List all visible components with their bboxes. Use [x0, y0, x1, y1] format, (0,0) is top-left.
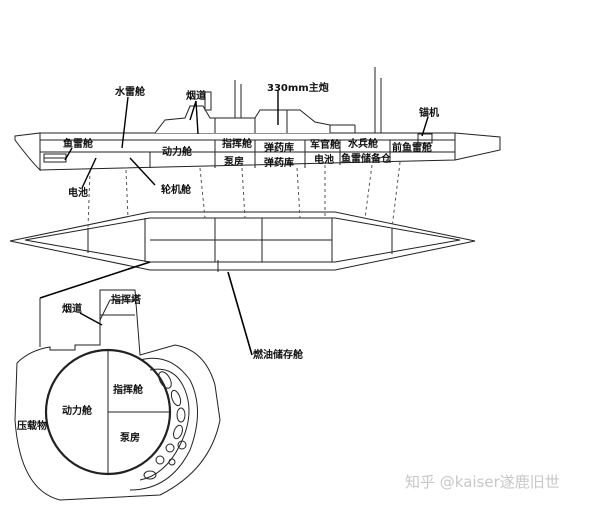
cross-section	[14, 289, 221, 501]
label-torpedo-storage: 鱼雷储备仓	[341, 152, 392, 165]
leader-lines	[64, 90, 429, 326]
label-magazine-1: 弹药库	[264, 141, 294, 154]
hull-plan-view	[9, 211, 476, 272]
label-fwd-torpedo-room: 前鱼雷舱	[392, 141, 433, 154]
label-pump-room-section: 泵房	[120, 431, 140, 444]
superstructure	[154, 67, 382, 134]
label-ballast: 压载物	[17, 419, 47, 432]
label-anchor-machine: 锚机	[419, 106, 439, 119]
label-pump-room-top: 泵房	[224, 155, 244, 168]
label-main-gun: 330mm主炮	[267, 81, 329, 94]
label-power-room-top: 动力舱	[162, 145, 193, 158]
label-fuel-storage: 燃油储存舱	[253, 348, 304, 361]
label-officer-room: 军官舱	[310, 138, 341, 151]
hull-side-view	[14, 132, 501, 172]
label-command-room-section: 指挥舱	[113, 383, 144, 396]
label-sailor-room: 水兵舱	[347, 137, 379, 150]
label-battery-room: 电池	[314, 153, 334, 166]
label-magazine-2: 弹药库	[264, 156, 294, 169]
label-funnel-top: 烟道	[186, 89, 206, 102]
label-torpedo-room: 水雷舱	[114, 85, 146, 98]
watermark: 知乎 @kaiser遂鹿旧世	[405, 473, 560, 491]
label-turbine-room: 轮机舱	[161, 183, 192, 196]
label-command-room-top: 指挥舱	[222, 137, 253, 150]
label-fish-torpedo-room: 鱼雷舱	[63, 137, 94, 150]
section-link-lines	[87, 161, 401, 229]
label-funnel-section: 烟道	[62, 302, 82, 315]
label-battery-callout: 电池	[68, 186, 88, 199]
label-conning-tower: 指挥塔	[111, 293, 142, 306]
label-power-room-section: 动力舱	[62, 404, 93, 417]
